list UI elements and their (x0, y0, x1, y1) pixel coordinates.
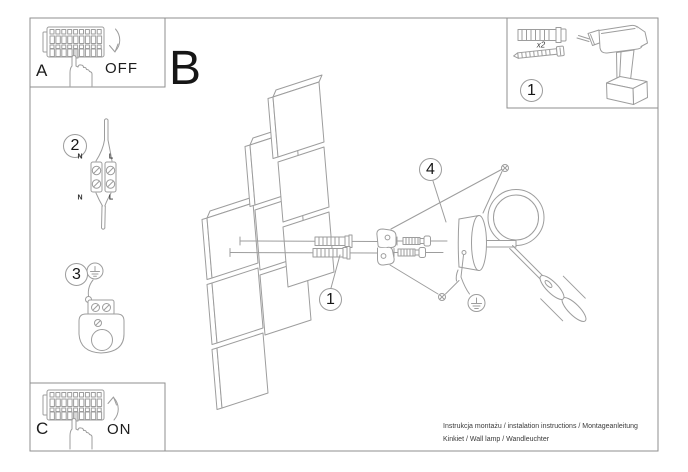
footer-line-1: Instrukcja montażu / instalation instruc… (443, 423, 638, 430)
ground-symbol-icon (460, 254, 486, 312)
wire-label-n-bottom: N (77, 194, 83, 202)
ground-symbol-icon (86, 262, 104, 280)
wire-label-n-top: N (77, 153, 83, 161)
mounting-bracket-icon (376, 228, 397, 266)
callout-parts-box: 1 (520, 79, 543, 102)
callout-bracket: 3 (65, 263, 88, 286)
callout-leader (330, 254, 341, 289)
lamp-arm (482, 240, 517, 248)
breaker-panel-icon (42, 26, 105, 59)
lamp-ring (487, 189, 545, 246)
phillips-screw-icon (438, 293, 446, 301)
tiled-wall-icon (201, 74, 335, 410)
section-b-frame (29, 17, 659, 452)
footer-text: Instrukcja montażu / instalation instruc… (443, 420, 638, 446)
terminal-block-icon (90, 161, 117, 193)
callout-wiring: 2 (63, 134, 87, 158)
terminal-wiring-diagram (90, 118, 117, 230)
power-off-label: OFF (105, 60, 138, 77)
phillips-screw-icon (501, 164, 509, 172)
canopy-bracket-diagram (78, 262, 125, 354)
screw-icon (513, 45, 565, 59)
drill-axis-lines (229, 236, 381, 257)
canopy-bracket-icon (78, 296, 125, 354)
arrow-up-icon (107, 396, 119, 421)
arrow-down-icon (109, 28, 121, 53)
screw-icon (392, 247, 444, 258)
drill-icon (576, 24, 648, 105)
wire-label-l-top: L (108, 153, 114, 161)
lamp-shade (539, 275, 587, 322)
wire-label-l-bottom: L (108, 194, 114, 202)
footer-line-2: Kinkiet / Wall lamp / Wandleuchter (443, 436, 550, 443)
breaker-panel-icon (42, 389, 105, 422)
wall-plug-icon (314, 234, 353, 248)
callout-wall-plugs: 1 (319, 288, 342, 311)
dowel-quantity-label: x2 (536, 40, 546, 50)
power-on-label: ON (107, 421, 132, 438)
panel-a-label: A (36, 61, 48, 80)
wall-plug-icon (517, 27, 567, 43)
lamp-canopy (455, 215, 487, 282)
callout-assembly: 4 (419, 158, 442, 181)
panel-c-label: C (36, 419, 49, 438)
section-b-label: B (169, 42, 202, 95)
wall-plug-icon (312, 246, 351, 260)
screw-icon (395, 235, 448, 247)
assembly-guide-lines (389, 169, 503, 295)
